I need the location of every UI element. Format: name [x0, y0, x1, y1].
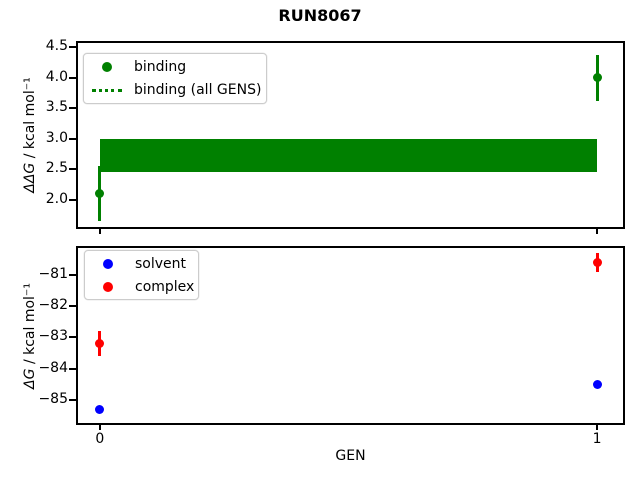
y-tick-label: −81 — [38, 265, 68, 282]
y-tick-label: −83 — [38, 328, 68, 345]
legend-top: binding binding (all GENS) — [83, 53, 267, 104]
y-tick-label: −82 — [38, 297, 68, 314]
legend-item-solvent: solvent — [85, 252, 198, 275]
y-tick-mark — [69, 76, 76, 79]
x-tick-mark — [596, 227, 599, 234]
y-axis-label-top-units: / kcal mol⁻¹ — [22, 77, 38, 163]
data-point-binding — [592, 73, 602, 83]
y-tick-mark — [69, 336, 76, 339]
data-point-complex — [592, 257, 602, 267]
y-axis-label-bottom-math: ΔG — [22, 368, 38, 389]
legend-solvent-dot-icon — [93, 258, 123, 269]
x-tick-mark — [98, 227, 101, 234]
bottom-plot-axes: −85 −84 −83 −82 −81 0 1 — [38, 246, 625, 447]
y-tick-label: 4.0 — [45, 68, 68, 85]
y-tick-mark — [69, 107, 76, 110]
x-axis-label: GEN — [335, 448, 366, 464]
legend-binding-all-gens-label: binding (all GENS) — [134, 82, 262, 98]
data-point-solvent — [95, 404, 105, 414]
data-point-complex — [95, 339, 105, 349]
legend-bottom: solvent complex — [84, 250, 199, 300]
y-axis-label-bottom-units: / kcal mol⁻¹ — [22, 283, 38, 369]
y-tick-mark — [69, 168, 76, 171]
y-axis-label-bottom: ΔG / kcal mol⁻¹ — [22, 283, 38, 389]
legend-item-complex: complex — [85, 275, 198, 298]
confidence-band — [99, 138, 598, 173]
legend-binding-dot-icon — [92, 62, 122, 72]
y-tick-mark — [69, 198, 76, 201]
y-tick-label: 3.0 — [45, 129, 68, 146]
y-tick-mark — [69, 46, 76, 49]
data-point-solvent — [592, 379, 602, 389]
y-tick-label: 2.5 — [45, 160, 68, 177]
y-tick-label: 3.5 — [45, 99, 68, 116]
y-tick-label: −85 — [38, 390, 68, 407]
plot-title: RUN8067 — [278, 6, 362, 25]
y-axis-label-top-math: ΔΔG — [22, 162, 38, 193]
top-plot-axes: 2.0 2.5 3.0 3.5 4.0 4.5 — [46, 38, 625, 234]
y-tick-mark — [69, 273, 76, 276]
legend-item-binding: binding — [84, 56, 266, 79]
legend-complex-dot-icon — [93, 281, 123, 292]
y-tick-label: −84 — [38, 359, 68, 376]
x-tick-mark — [596, 423, 599, 430]
legend-binding-label: binding — [134, 59, 187, 75]
y-tick-mark — [69, 367, 76, 370]
data-point-binding — [95, 188, 105, 198]
legend-dotted-line-icon — [92, 88, 122, 92]
legend-item-binding-all-gens: binding (all GENS) — [84, 79, 266, 102]
y-tick-label: 4.5 — [45, 38, 68, 55]
y-tick-label: 2.0 — [45, 190, 68, 207]
x-tick-label: 0 — [95, 431, 105, 447]
y-axis-label-top: ΔΔG / kcal mol⁻¹ — [22, 77, 38, 192]
y-tick-mark — [69, 398, 76, 401]
legend-complex-label: complex — [135, 278, 195, 295]
y-tick-mark — [69, 305, 76, 308]
x-tick-mark — [98, 423, 101, 430]
legend-solvent-label: solvent — [135, 255, 187, 272]
y-tick-mark — [69, 137, 76, 140]
x-tick-label: 1 — [592, 431, 602, 447]
